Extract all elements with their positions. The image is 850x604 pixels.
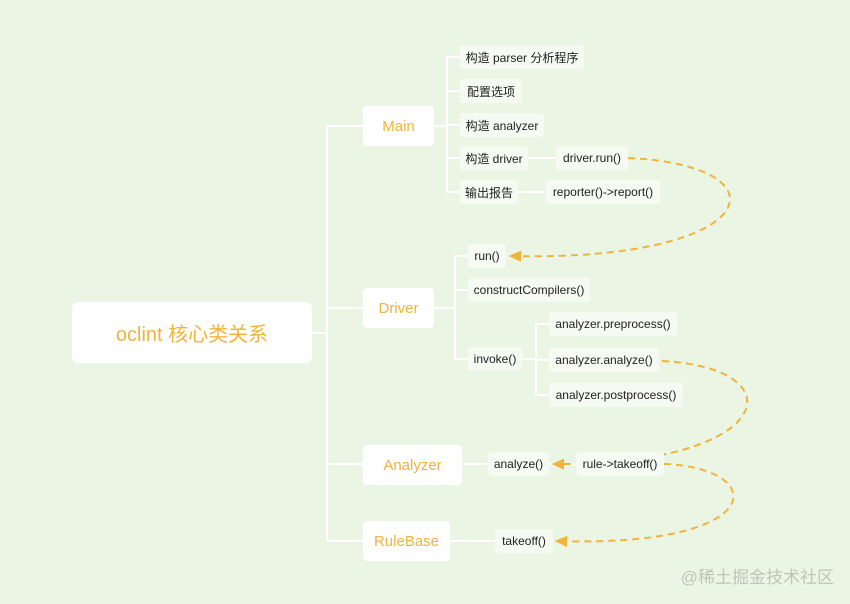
driver-child-postprocess[interactable]: analyzer.postprocess() [549, 383, 683, 407]
analyzer-child-analyze-label: analyze() [493, 457, 544, 471]
root-node-oclint[interactable]: oclint 核心类关系 [72, 302, 312, 363]
main-child-analyzer-label: 构造 analyzer [465, 118, 539, 133]
main-child-reporter-label: reporter()->report() [552, 185, 654, 199]
main-child-driver[interactable]: 构造 driver [460, 146, 528, 170]
branch-main[interactable]: Main [363, 106, 434, 146]
rulebase-child-takeoff-label: takeoff() [502, 534, 546, 548]
main-child-driver-run-label: driver.run() [562, 151, 621, 165]
call-arrow-analyze [551, 360, 749, 470]
driver-child-run-label: run() [474, 249, 500, 263]
main-child-report[interactable]: 输出报告 [460, 180, 518, 204]
analyzer-child-analyze[interactable]: analyze() [488, 452, 549, 476]
branch-main-label: Main [382, 117, 415, 135]
root-label: oclint 核心类关系 [115, 324, 269, 346]
driver-child-analyze[interactable]: analyzer.analyze() [549, 348, 659, 372]
rulebase-child-takeoff[interactable]: takeoff() [495, 529, 553, 553]
driver-child-postprocess-label: analyzer.postprocess() [555, 388, 677, 402]
driver-child-construct-label: constructCompilers() [473, 283, 585, 297]
driver-child-invoke[interactable]: invoke() [468, 347, 522, 371]
driver-child-analyze-label: analyzer.analyze() [555, 353, 653, 367]
watermark: @稀土掘金技术社区 [680, 568, 834, 587]
call-arrow-takeoff [554, 463, 735, 547]
driver-child-preprocess[interactable]: analyzer.preprocess() [549, 312, 677, 336]
driver-child-run[interactable]: run() [468, 244, 506, 268]
branch-rulebase[interactable]: RuleBase [363, 521, 450, 561]
main-child-parser-label: 构造 parser 分析程序 [465, 50, 579, 65]
main-child-driver-run[interactable]: driver.run() [556, 146, 628, 170]
main-child-reporter[interactable]: reporter()->report() [546, 180, 660, 204]
driver-child-construct[interactable]: constructCompilers() [468, 278, 590, 302]
main-child-report-label: 输出报告 [465, 185, 514, 200]
analyzer-child-takeoff[interactable]: rule->takeoff() [576, 452, 664, 476]
main-child-options[interactable]: 配置选项 [460, 79, 522, 103]
branch-rulebase-label: RuleBase [373, 532, 440, 550]
branch-driver[interactable]: Driver [363, 288, 434, 328]
branch-analyzer-label: Analyzer [383, 456, 442, 474]
main-child-options-label: 配置选项 [466, 84, 515, 99]
call-arrow-driver-run [508, 157, 731, 262]
main-child-analyzer[interactable]: 构造 analyzer [460, 113, 544, 137]
analyzer-child-takeoff-label: rule->takeoff() [582, 457, 658, 471]
branch-driver-label: Driver [378, 299, 419, 317]
driver-child-preprocess-label: analyzer.preprocess() [555, 317, 671, 331]
driver-child-invoke-label: invoke() [473, 352, 517, 366]
branch-analyzer[interactable]: Analyzer [363, 445, 462, 485]
main-child-driver-label: 构造 driver [465, 151, 523, 166]
main-child-parser[interactable]: 构造 parser 分析程序 [460, 45, 584, 69]
